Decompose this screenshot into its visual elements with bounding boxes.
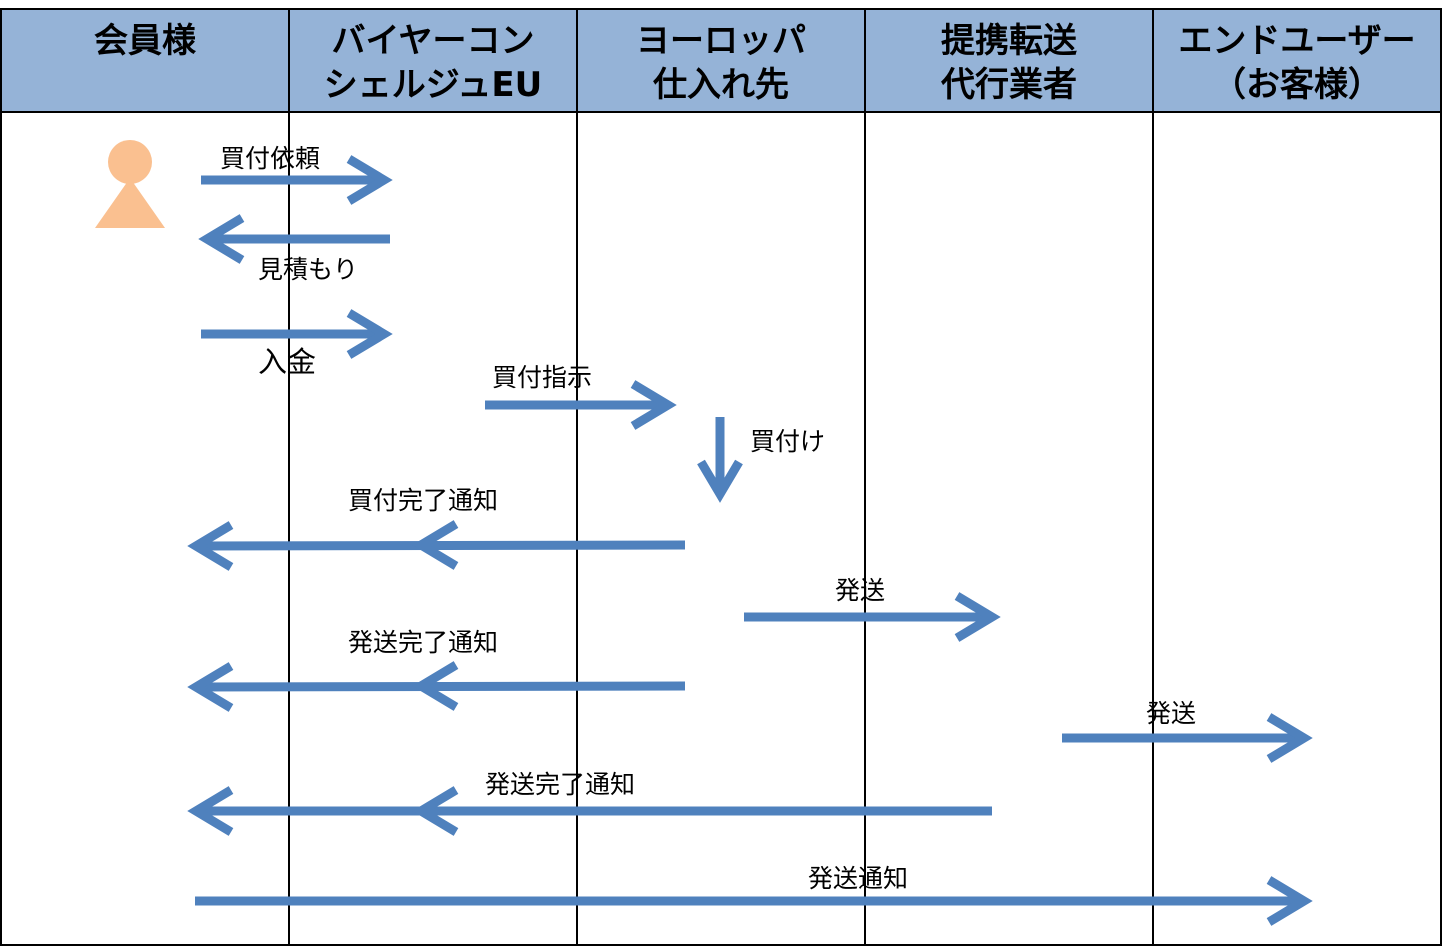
arrow-quotation [198, 214, 390, 264]
lane-title-supplier: ヨーロッパ [636, 21, 806, 61]
arrow-forwarder-complete-notice [187, 786, 992, 836]
message-label: 買付完了通知 [348, 486, 498, 515]
message-label: 発送完了通知 [485, 770, 635, 799]
message-label: 入金 [258, 345, 316, 379]
lane-title-supplier: 仕入れ先 [653, 65, 789, 105]
message-label: 発送 [835, 576, 885, 605]
arrow-payment [201, 309, 393, 359]
arrow-purchase-down [697, 417, 743, 503]
lane-title-member: 会員様 [94, 21, 197, 61]
arrow-shipping-to-forwarder [744, 592, 1001, 642]
arrow-shipping-notice [195, 876, 1313, 926]
message-label: 発送完了通知 [348, 628, 498, 657]
message-label: 見積もり [258, 255, 358, 284]
message-label: 買付依頼 [220, 144, 320, 173]
lane-title-enduser: （お客様） [1212, 65, 1382, 105]
lane-title-concierge: バイヤーコン [332, 21, 535, 61]
lane-title-forwarder: 代行業者 [940, 65, 1077, 105]
message-label: 発送 [1146, 699, 1196, 728]
arrow-shipping-complete-notice [187, 661, 686, 712]
arrow-shipping-to-enduser [1062, 713, 1313, 763]
arrow-purchase-request [201, 155, 393, 205]
message-label: 発送通知 [808, 864, 908, 893]
lane-title-enduser: エンドユーザー [1178, 21, 1415, 61]
message-label: 買付指示 [492, 363, 592, 392]
lane-title-forwarder: 提携転送 [941, 21, 1077, 61]
arrow-purchase-instruction [485, 380, 677, 430]
lane-title-concierge: シェルジュEU [324, 65, 542, 105]
header-band [0, 8, 1442, 113]
arrow-purchase-complete-notice [187, 520, 686, 571]
person-icon [95, 140, 165, 228]
message-label: 買付け [750, 427, 825, 456]
diagram-frame [0, 8, 1442, 946]
